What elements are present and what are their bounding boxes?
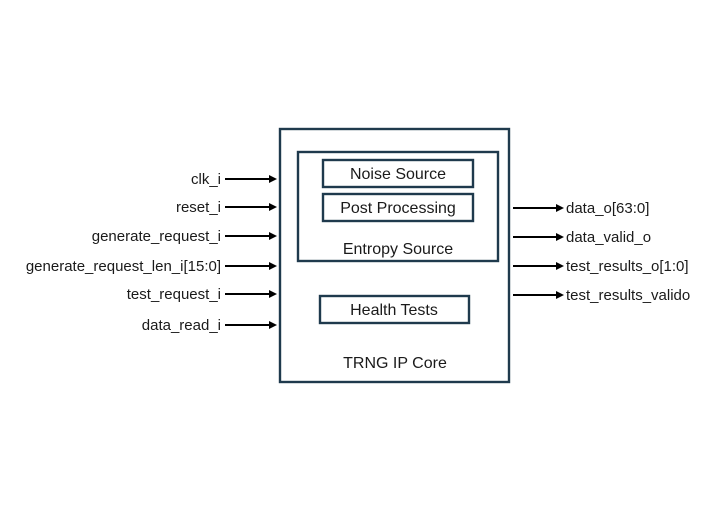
noise-source-box (321, 158, 475, 189)
input-label: test_request_i (127, 286, 221, 303)
input-label: data_read_i (142, 317, 221, 334)
arrow-head-icon (269, 203, 277, 211)
health-tests-label: Health Tests (350, 302, 438, 319)
input-test-request: test_request_i (127, 286, 277, 303)
output-label: test_results_o[1:0] (566, 258, 689, 275)
input-reset: reset_i (176, 199, 277, 216)
output-test-results: test_results_o[1:0] (513, 258, 689, 275)
input-label: generate_request_i (92, 228, 221, 245)
output-label: test_results_valido (566, 287, 690, 304)
noise-source-label: Noise Source (350, 166, 446, 183)
input-label: reset_i (176, 199, 221, 216)
input-generate-request-len: generate_request_len_i[15:0] (26, 258, 277, 275)
input-generate-request: generate_request_i (92, 228, 277, 245)
arrow-head-icon (556, 204, 564, 212)
input-label: generate_request_len_i[15:0] (26, 258, 221, 275)
output-label: data_valid_o (566, 229, 651, 246)
arrow-head-icon (269, 321, 277, 329)
health-tests-box (318, 294, 471, 325)
arrow-head-icon (269, 232, 277, 240)
arrow-head-icon (556, 262, 564, 270)
arrow-head-icon (556, 233, 564, 241)
output-data-valid: data_valid_o (513, 229, 651, 246)
output-data: data_o[63:0] (513, 200, 649, 217)
output-test-results-valid: test_results_valido (513, 287, 690, 304)
arrow-head-icon (556, 291, 564, 299)
input-data-read: data_read_i (142, 317, 277, 334)
post-processing-label: Post Processing (340, 200, 456, 217)
arrow-head-icon (269, 175, 277, 183)
entropy-source-label: Entropy Source (343, 241, 453, 258)
trng-core-label: TRNG IP Core (343, 355, 447, 372)
arrow-head-icon (269, 262, 277, 270)
input-clk: clk_i (191, 171, 277, 188)
arrow-head-icon (269, 290, 277, 298)
output-label: data_o[63:0] (566, 200, 649, 217)
post-processing-box (321, 192, 475, 223)
input-label: clk_i (191, 171, 221, 188)
